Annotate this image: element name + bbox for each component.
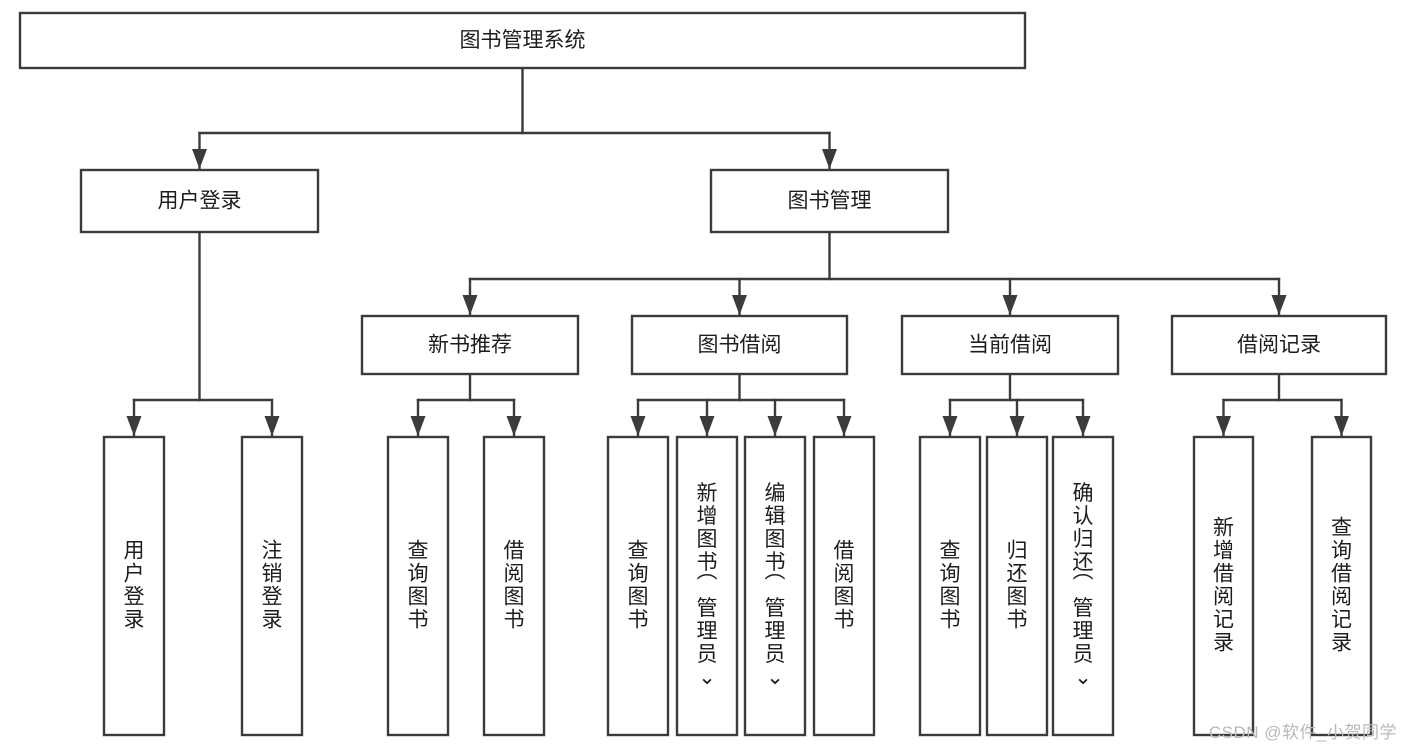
node-label-leaf-user-logout: 注销登录: [262, 539, 283, 631]
node-box-borrow-record: [1170, 314, 1388, 376]
node-leaf-user-login[interactable]: 用户登录: [102, 435, 166, 737]
node-current-borrow[interactable]: 当前借阅: [900, 314, 1120, 376]
node-label-book-manage: 图书管理: [788, 190, 872, 213]
node-box-new-book-recommend: [360, 314, 580, 376]
edge-group-root: [192, 66, 837, 171]
edge-group-borrow-record: [1216, 372, 1349, 438]
node-label-current-borrow: 当前借阅: [968, 334, 1052, 357]
node-box-leaf-query-record: [1310, 435, 1373, 737]
edge-group-book-borrow: [630, 372, 852, 438]
node-box-leaf-borrow-book-2: [812, 435, 876, 737]
node-layer: 图书管理系统用户登录图书管理新书推荐图书借阅当前借阅借阅记录用户登录注销登录查询…: [18, 11, 1388, 737]
arrow-head-icon: [836, 416, 852, 436]
node-leaf-add-book[interactable]: 新增图书⌒管理员⌄: [675, 435, 739, 737]
edge-group-user-login: [126, 230, 280, 438]
node-box-leaf-user-logout: [240, 435, 304, 737]
arrow-head-icon: [732, 295, 747, 315]
arrow-head-icon: [506, 416, 522, 436]
node-label-borrow-record: 借阅记录: [1237, 334, 1321, 357]
node-box-user-login: [79, 168, 320, 234]
arrow-head-icon: [1271, 295, 1287, 315]
edge-group-current-borrow: [942, 372, 1091, 438]
node-label-leaf-borrow-book-1: 借阅图书: [504, 539, 525, 631]
node-label-leaf-confirm-return: 确认归还⌒管理员⌄: [1073, 482, 1094, 689]
node-box-leaf-query-book-2: [606, 435, 670, 737]
node-leaf-edit-book[interactable]: 编辑图书⌒管理员⌄: [743, 435, 807, 737]
node-label-book-borrow: 图书借阅: [698, 334, 782, 357]
node-book-manage[interactable]: 图书管理: [709, 168, 950, 234]
arrow-head-icon: [942, 416, 958, 436]
node-label-leaf-query-book-2: 查询图书: [628, 539, 649, 631]
node-label-leaf-query-book-3: 查询图书: [940, 539, 961, 631]
node-label-leaf-edit-book: 编辑图书⌒管理员⌄: [765, 482, 786, 689]
arrow-head-icon: [462, 295, 478, 315]
node-leaf-query-book-3[interactable]: 查询图书: [918, 435, 982, 737]
node-label-leaf-query-record: 查询借阅记录: [1331, 516, 1352, 654]
arrow-head-icon: [1334, 416, 1349, 436]
node-box-leaf-borrow-book-1: [482, 435, 546, 737]
node-box-leaf-edit-book: [743, 435, 807, 737]
node-label-user-login: 用户登录: [158, 190, 242, 213]
arrow-head-icon: [1075, 416, 1091, 436]
node-label-leaf-return-book: 归还图书: [1007, 539, 1028, 631]
node-box-root: [18, 11, 1027, 70]
node-borrow-record[interactable]: 借阅记录: [1170, 314, 1388, 376]
node-label-leaf-add-book: 新增图书⌒管理员⌄: [697, 482, 718, 689]
node-box-leaf-confirm-return: [1051, 435, 1115, 737]
node-box-leaf-user-login: [102, 435, 166, 737]
node-leaf-borrow-book-2[interactable]: 借阅图书: [812, 435, 876, 737]
node-leaf-query-record[interactable]: 查询借阅记录: [1310, 435, 1373, 737]
node-box-leaf-add-book: [675, 435, 739, 737]
edge-group-new-book-recommend: [410, 372, 522, 438]
arrow-head-icon: [1002, 295, 1018, 315]
node-leaf-query-book-1[interactable]: 查询图书: [386, 435, 450, 737]
node-label-leaf-add-record: 新增借阅记录: [1213, 516, 1234, 654]
arrow-head-icon: [410, 416, 426, 436]
node-root[interactable]: 图书管理系统: [18, 11, 1027, 70]
node-new-book-recommend[interactable]: 新书推荐: [360, 314, 580, 376]
node-leaf-add-record[interactable]: 新增借阅记录: [1192, 435, 1255, 737]
csdn-watermark: CSDN @软件_小贺同学: [1208, 723, 1397, 742]
node-box-leaf-query-book-1: [386, 435, 450, 737]
arrow-head-icon: [767, 416, 783, 436]
node-box-leaf-return-book: [985, 435, 1049, 737]
node-box-book-manage: [709, 168, 950, 234]
arrow-head-icon: [1216, 416, 1231, 436]
node-label-new-book-recommend: 新书推荐: [428, 334, 512, 357]
arrow-head-icon: [126, 416, 142, 436]
arrow-head-icon: [630, 416, 646, 436]
arrow-head-icon: [699, 416, 715, 436]
node-label-root: 图书管理系统: [460, 29, 586, 52]
arrow-head-icon: [192, 149, 207, 169]
node-book-borrow[interactable]: 图书借阅: [630, 314, 849, 376]
arrow-head-icon: [1009, 416, 1025, 436]
node-label-leaf-borrow-book-2: 借阅图书: [834, 539, 855, 631]
node-leaf-return-book[interactable]: 归还图书: [985, 435, 1049, 737]
node-leaf-query-book-2[interactable]: 查询图书: [606, 435, 670, 737]
node-leaf-user-logout[interactable]: 注销登录: [240, 435, 304, 737]
node-label-leaf-user-login: 用户登录: [124, 539, 145, 631]
node-label-leaf-query-book-1: 查询图书: [408, 539, 429, 631]
node-box-current-borrow: [900, 314, 1120, 376]
edge-group-book-manage: [462, 230, 1287, 317]
node-box-leaf-add-record: [1192, 435, 1255, 737]
node-box-book-borrow: [630, 314, 849, 376]
node-box-leaf-query-book-3: [918, 435, 982, 737]
arrow-head-icon: [822, 149, 837, 169]
connector-layer: [126, 66, 1349, 438]
arrow-head-icon: [264, 416, 280, 436]
node-leaf-borrow-book-1[interactable]: 借阅图书: [482, 435, 546, 737]
node-leaf-confirm-return[interactable]: 确认归还⌒管理员⌄: [1051, 435, 1115, 737]
node-user-login[interactable]: 用户登录: [79, 168, 320, 234]
